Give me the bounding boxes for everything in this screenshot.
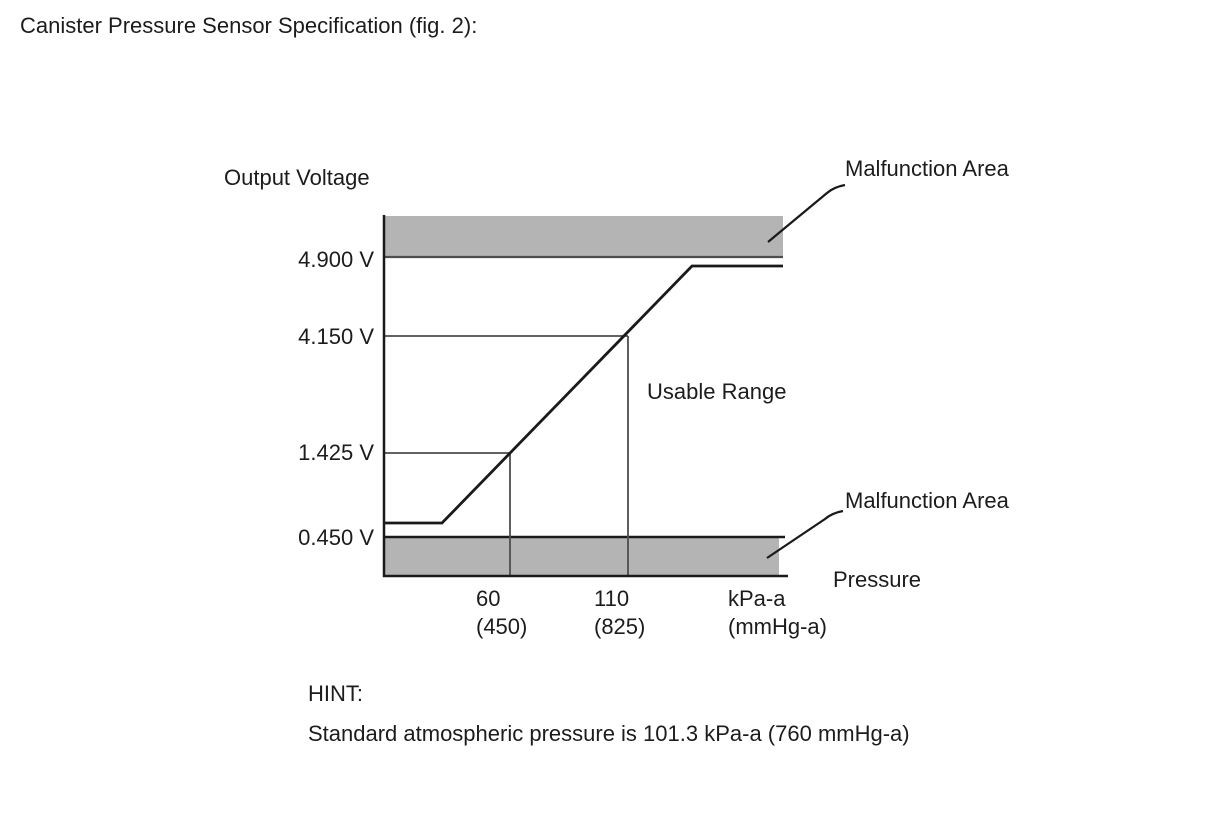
y-axis-title: Output Voltage <box>224 165 370 190</box>
y-tick-4150: 4.150 V <box>298 324 374 349</box>
y-tick-4900: 4.900 V <box>298 247 374 272</box>
x-tick-110: 110 (825) <box>594 585 645 641</box>
page-title: Canister Pressure Sensor Specification (… <box>20 13 478 38</box>
y-tick-0450: 0.450 V <box>298 525 374 550</box>
y-tick-1425: 1.425 V <box>298 440 374 465</box>
x-axis-unit-kpa: kPa-a <box>728 586 786 611</box>
x-axis-units: kPa-a (mmHg-a) <box>728 585 827 641</box>
usable-range-label: Usable Range <box>647 379 787 404</box>
malfunction-area-label-top: Malfunction Area <box>845 156 1009 181</box>
x-tick-60-mmhg: (450) <box>476 614 528 639</box>
x-axis-title: Pressure <box>833 567 922 592</box>
hint-body: Standard atmospheric pressure is 101.3 k… <box>308 721 910 746</box>
x-tick-110-mmhg: (825) <box>594 614 646 639</box>
x-axis-unit-mmhg: (mmHg-a) <box>728 614 827 639</box>
leader-line-malfunction-bottom <box>766 509 844 559</box>
x-tick-60-kpa: 60 <box>476 586 501 611</box>
x-tick-110-kpa: 110 <box>594 586 630 611</box>
leader-line-malfunction-top <box>767 183 846 243</box>
x-tick-60: 60 (450) <box>476 585 527 641</box>
hint-heading: HINT: <box>308 681 363 706</box>
malfunction-area-label-bottom: Malfunction Area <box>845 488 1009 513</box>
sensor-output-curve <box>384 264 783 525</box>
malfunction-band-top <box>384 216 783 256</box>
malfunction-band-bottom <box>384 538 779 576</box>
